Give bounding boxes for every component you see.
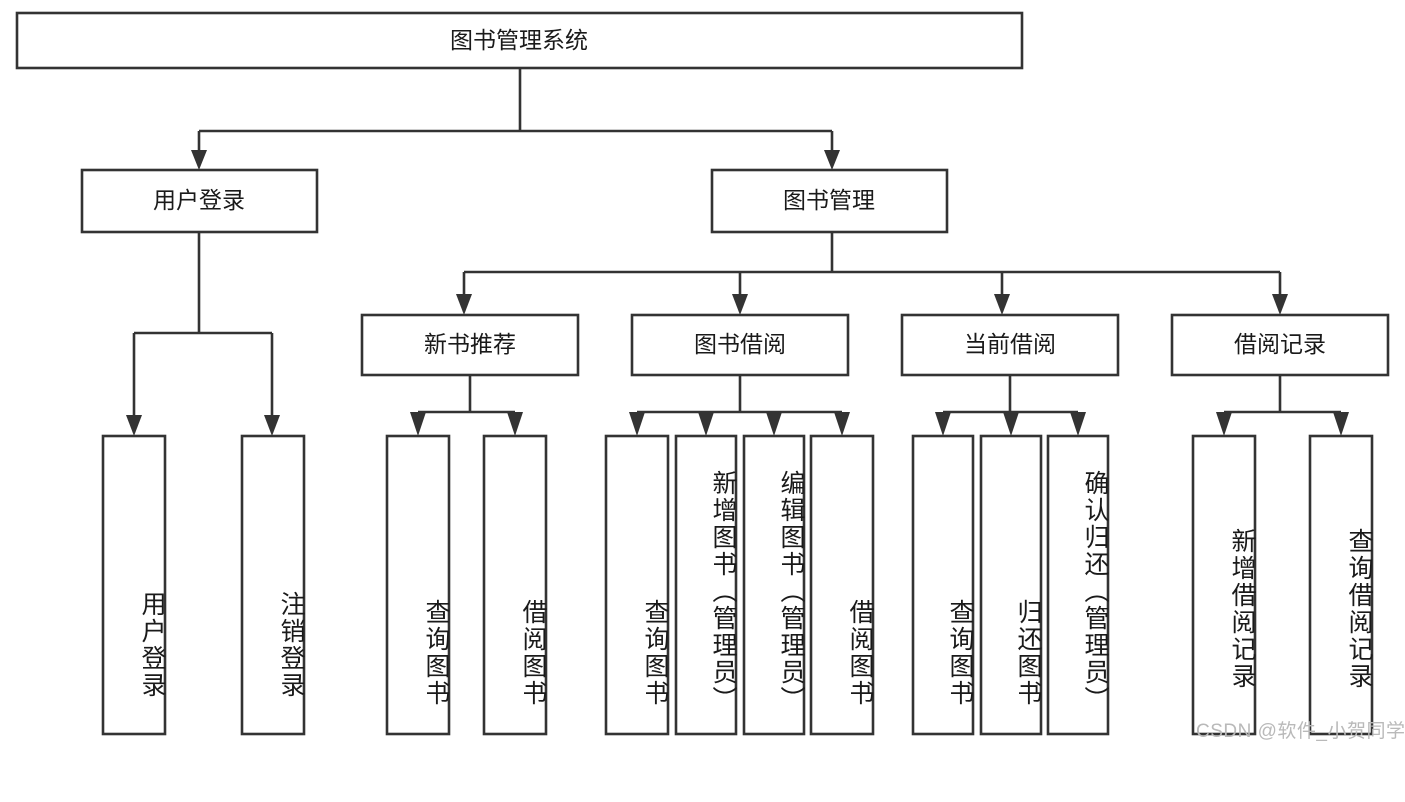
node-book-manage[interactable]: 图书管理: [710, 168, 949, 234]
node-leaf-query-book-2-box[interactable]: [604, 434, 670, 736]
node-leaf-query-book-1-box[interactable]: [385, 434, 451, 736]
node-new-book-recommend-label: 新书推荐: [424, 331, 516, 357]
arrow-head-leaf-query-book-2: [629, 412, 645, 436]
node-user-login-label: 用户登录: [153, 187, 245, 213]
node-book-manage-box[interactable]: [710, 168, 949, 234]
csdn-watermark: CSDN @软件_小贺同学: [1196, 721, 1405, 742]
node-user-login-box[interactable]: [80, 168, 319, 234]
node-leaf-confirm-return-box[interactable]: [1046, 434, 1110, 736]
arrow-head-borrow-record: [1272, 294, 1288, 315]
node-current-borrow-box[interactable]: [900, 313, 1120, 377]
leaf-box-layer: [101, 434, 1374, 736]
arrow-head-leaf-return-book: [1003, 412, 1019, 436]
arrow-head-current-borrow: [994, 294, 1010, 315]
node-book-borrow[interactable]: 图书借阅: [630, 313, 850, 377]
node-leaf-add-record-box[interactable]: [1191, 434, 1257, 736]
connector-layer: [126, 68, 1349, 436]
node-root-label: 图书管理系统: [450, 27, 588, 53]
hierarchy-diagram-svg: 图书管理系统 用户登录 图书管理 新书推荐 图书借阅 当前借阅 借阅记录: [15, 11, 1390, 736]
node-leaf-borrow-book-2-box[interactable]: [809, 434, 875, 736]
node-book-borrow-label: 图书借阅: [694, 331, 786, 357]
node-book-borrow-box[interactable]: [630, 313, 850, 377]
node-book-manage-label: 图书管理: [783, 187, 875, 213]
node-leaf-query-record-box[interactable]: [1308, 434, 1374, 736]
node-new-book-recommend[interactable]: 新书推荐: [360, 313, 580, 377]
node-borrow-record-label: 借阅记录: [1234, 331, 1326, 357]
arrow-head-new-book-recommend: [456, 294, 472, 315]
arrow-head-leaf-query-book-3: [935, 412, 951, 436]
node-current-borrow-label: 当前借阅: [964, 331, 1056, 357]
node-leaf-user-login-box[interactable]: [101, 434, 167, 736]
arrow-head-user-login: [191, 150, 207, 170]
arrow-head-leaf-confirm-return: [1070, 412, 1086, 436]
node-leaf-return-book-box[interactable]: [979, 434, 1043, 736]
node-borrow-record[interactable]: 借阅记录: [1170, 313, 1390, 377]
node-leaf-edit-book-box[interactable]: [742, 434, 806, 736]
arrow-head-leaf-edit-book: [766, 412, 782, 436]
arrow-head-leaf-borrow-book-2: [834, 412, 850, 436]
arrow-head-book-borrow: [732, 294, 748, 315]
arrow-head-leaf-add-record: [1216, 412, 1232, 436]
node-user-login[interactable]: 用户登录: [80, 168, 319, 234]
node-root-box[interactable]: [15, 11, 1024, 70]
arrow-head-leaf-borrow-book-1: [507, 412, 523, 436]
arrow-head-leaf-query-book-1: [410, 412, 426, 436]
node-leaf-borrow-book-1-box[interactable]: [482, 434, 548, 736]
node-leaf-query-book-3-box[interactable]: [911, 434, 975, 736]
node-leaf-user-logout-box[interactable]: [240, 434, 306, 736]
node-leaf-add-book-box[interactable]: [674, 434, 738, 736]
node-current-borrow[interactable]: 当前借阅: [900, 313, 1120, 377]
arrow-head-leaf-user-login: [126, 415, 142, 436]
node-borrow-record-box[interactable]: [1170, 313, 1390, 377]
node-root[interactable]: 图书管理系统: [15, 11, 1024, 70]
arrow-head-leaf-query-record: [1333, 412, 1349, 436]
node-new-book-recommend-box[interactable]: [360, 313, 580, 377]
arrow-head-book-manage: [824, 150, 840, 170]
arrow-head-leaf-add-book: [698, 412, 714, 436]
diagram-canvas-root: 图书管理系统 用户登录 图书管理 新书推荐 图书借阅 当前借阅 借阅记录: [15, 11, 1405, 742]
arrow-head-leaf-user-logout: [264, 415, 280, 436]
